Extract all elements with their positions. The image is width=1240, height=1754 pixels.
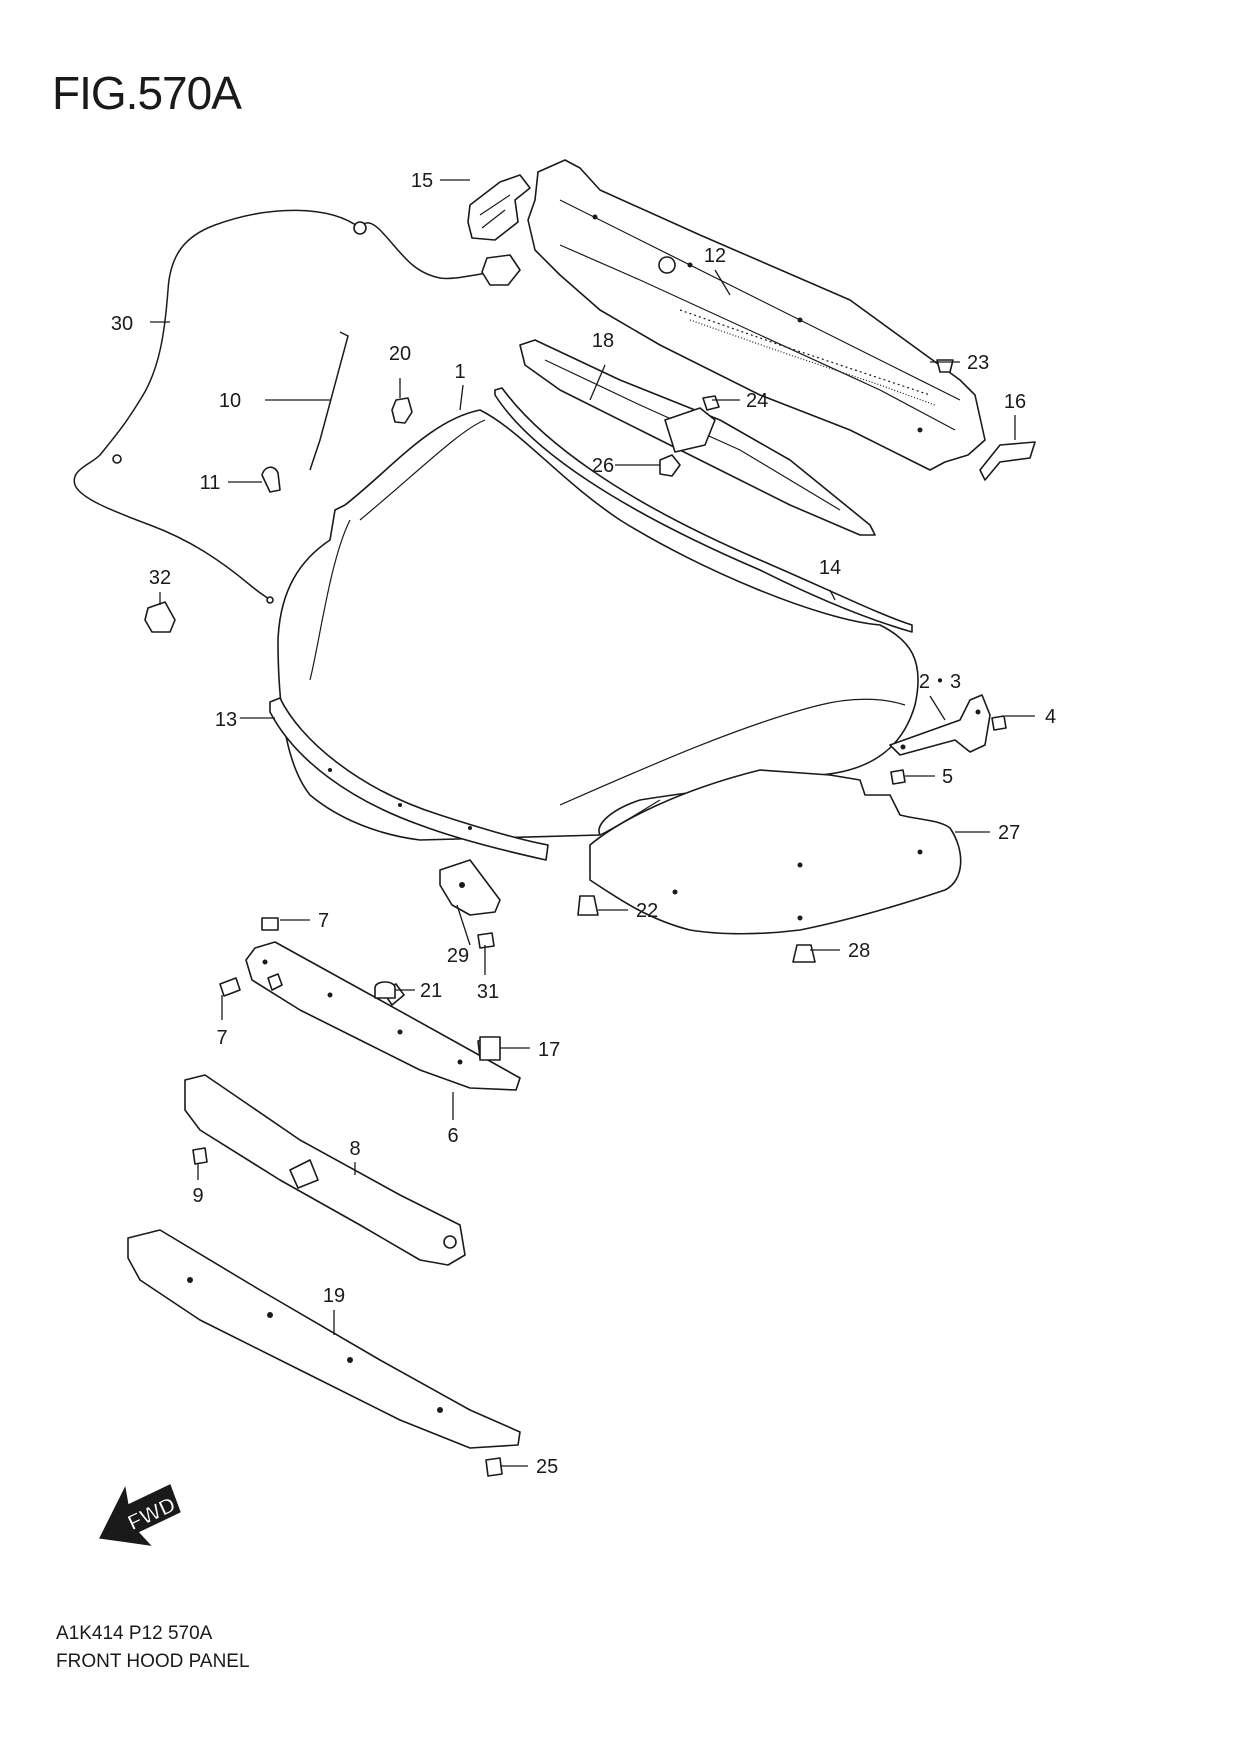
callout-7-upper: 7 <box>318 910 329 932</box>
callout-13: 13 <box>215 709 237 731</box>
cowl-top-panel-12 <box>527 159 986 471</box>
callout-25: 25 <box>536 1456 558 1478</box>
callout-31: 31 <box>477 981 499 1003</box>
figure-code: A1K414 P12 570A <box>56 1623 213 1644</box>
callout-24: 24 <box>746 390 768 412</box>
callout-23: 23 <box>967 352 989 374</box>
callout-30: 30 <box>111 313 133 335</box>
clip-11 <box>261 466 281 493</box>
callout-18: 18 <box>592 330 614 352</box>
callout-20: 20 <box>389 343 411 365</box>
callout-26: 26 <box>592 455 614 477</box>
hood-hinge-2-3 <box>889 694 991 756</box>
hood-bracket-18 <box>519 339 876 536</box>
callout-19: 19 <box>323 1285 345 1307</box>
leader-lines <box>150 179 1035 1467</box>
callout-12: 12 <box>704 245 726 267</box>
fasteners <box>577 359 1007 963</box>
cowl-side-bracket-16 <box>979 441 1036 481</box>
callout-28: 28 <box>848 940 870 962</box>
callout-21: 21 <box>420 980 442 1002</box>
seal-strip-14 <box>494 387 913 633</box>
hood-seal-13 <box>269 697 549 861</box>
hood-insulator-27 <box>589 769 962 935</box>
reinforcement-8 <box>184 1074 466 1266</box>
figure-caption: FRONT HOOD PANEL <box>56 1651 250 1672</box>
lower-member-19 <box>127 1229 521 1477</box>
callout-8: 8 <box>349 1138 360 1160</box>
callout-27: 27 <box>998 822 1020 844</box>
figure-title: FIG.570A <box>52 67 242 119</box>
upper-support-6 <box>245 941 521 1091</box>
bolts <box>219 917 279 997</box>
callout-9: 9 <box>192 1185 203 1207</box>
callout-labels: 1 2・3 4 5 6 7 7 8 9 10 11 12 13 14 15 16… <box>111 170 1056 1478</box>
clip-32 <box>144 601 176 633</box>
callout-14: 14 <box>819 557 841 579</box>
figure-footer: A1K414 P12 570A FRONT HOOD PANEL <box>56 1620 250 1676</box>
callout-6: 6 <box>447 1125 458 1147</box>
callout-5: 5 <box>942 766 953 788</box>
callout-15: 15 <box>411 170 433 192</box>
buffers <box>374 981 501 1061</box>
callout-10: 10 <box>219 390 241 412</box>
callout-2-3: 2・3 <box>919 671 961 693</box>
hood-stay-rod-10 <box>309 331 349 471</box>
callout-29: 29 <box>447 945 469 967</box>
callout-16: 16 <box>1004 391 1026 413</box>
callout-4: 4 <box>1045 706 1056 728</box>
hood-lock-29 <box>439 859 501 949</box>
hood-panel-1 <box>277 409 919 841</box>
forward-arrow-icon: FWD <box>99 1484 181 1546</box>
clip-20 <box>391 397 413 424</box>
hood-release-cable <box>73 209 521 604</box>
callout-1: 1 <box>454 361 465 383</box>
callout-17: 17 <box>538 1039 560 1061</box>
lock-bracket-15 <box>467 174 531 241</box>
callout-7-lower: 7 <box>216 1027 227 1049</box>
callout-32: 32 <box>149 567 171 589</box>
callout-22: 22 <box>636 900 658 922</box>
callout-11: 11 <box>200 472 221 494</box>
